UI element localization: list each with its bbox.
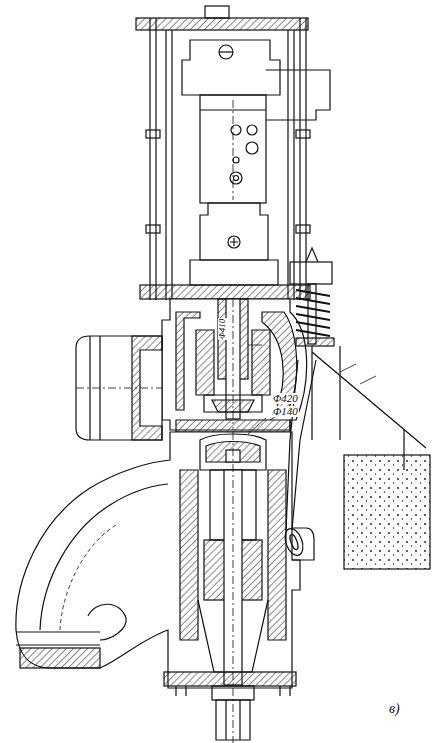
- figure-letter: в): [388, 702, 401, 716]
- actuator: [136, 6, 330, 300]
- valve-body: [76, 299, 307, 440]
- spring-weight: [282, 248, 430, 569]
- dimension-leader: [248, 345, 290, 434]
- dimension-label: Φ420: [272, 393, 299, 404]
- outlet-elbow: [16, 432, 314, 743]
- dimension-label: Φ410: [218, 318, 227, 340]
- dimension-label: Φ140: [272, 406, 299, 417]
